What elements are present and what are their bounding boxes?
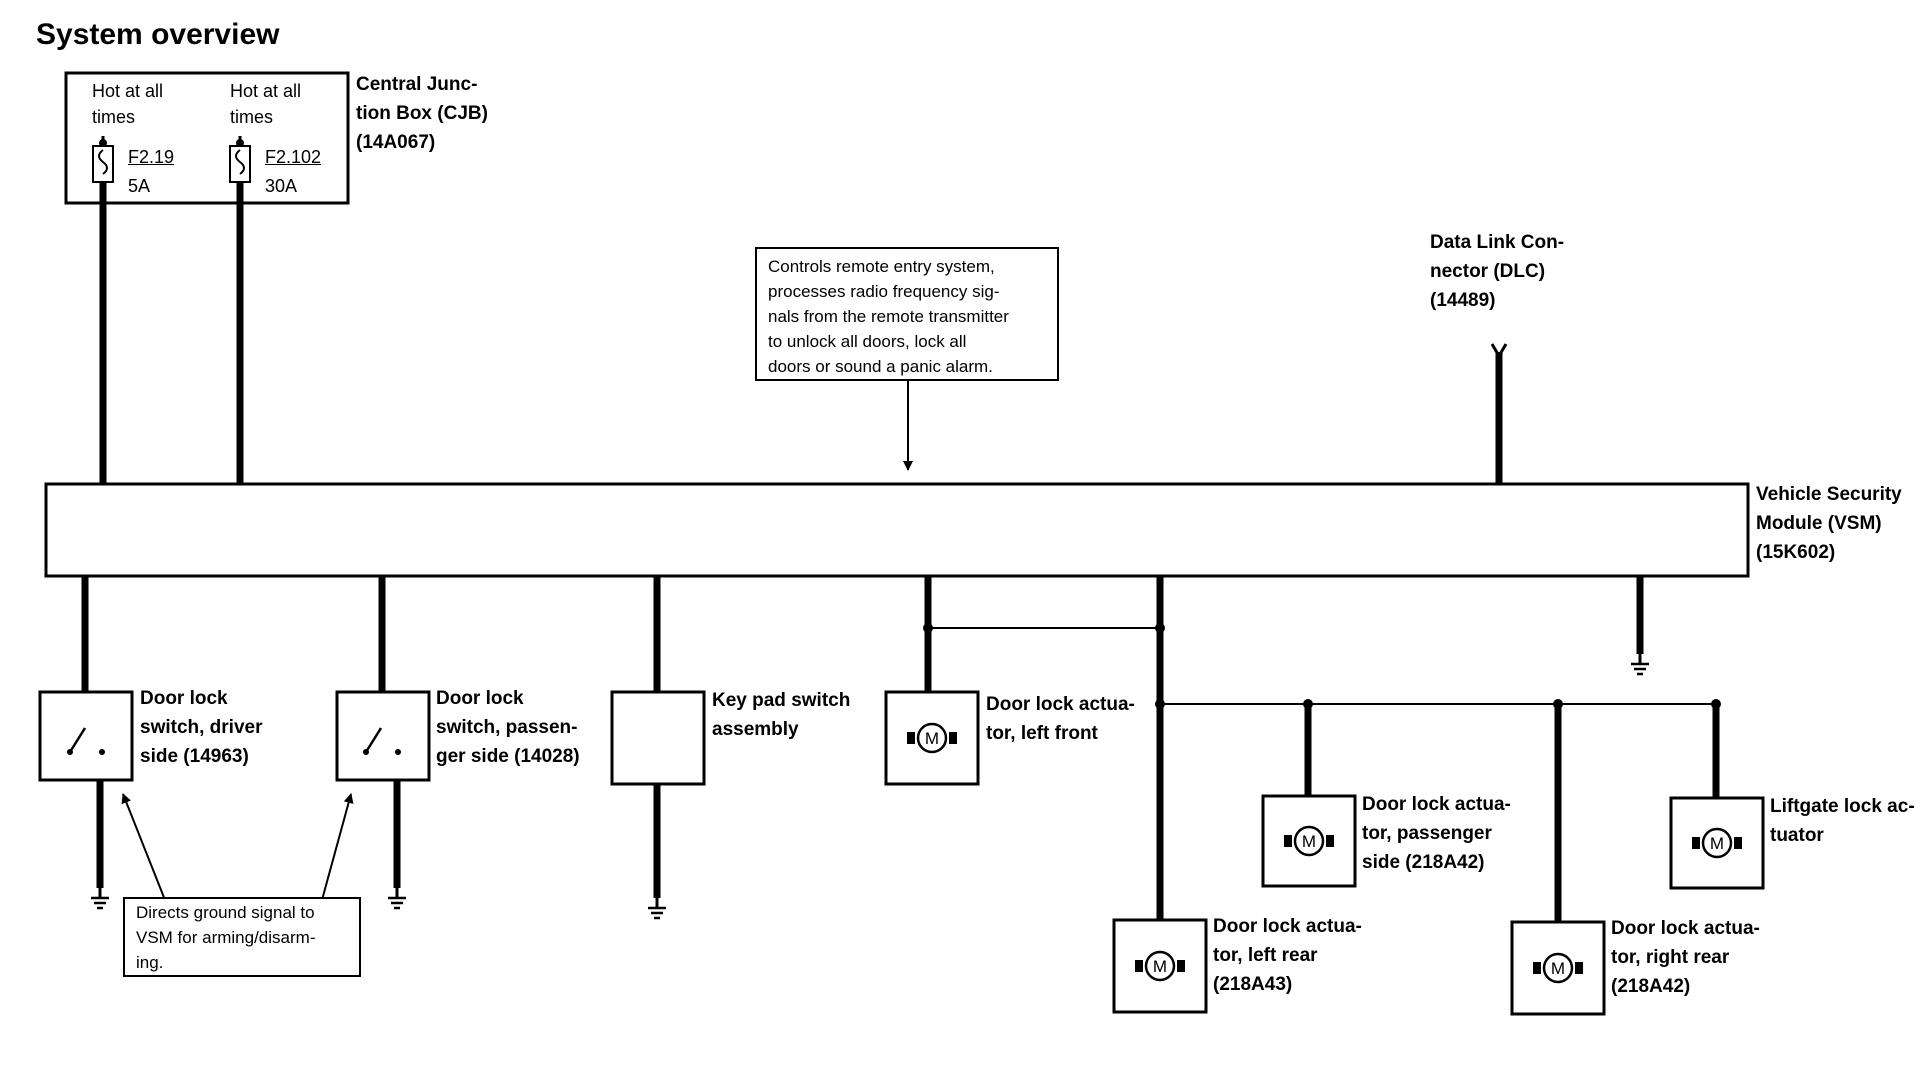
fuse-symbol-f2-19 (92, 136, 114, 183)
svg-text:M: M (1302, 832, 1316, 851)
act-left-front-label: Door lock actua- tor, left front (986, 694, 1135, 744)
motor-icon-passenger: M (1283, 825, 1335, 857)
remote-entry-note: Controls remote entry system, processes … (768, 257, 1009, 376)
switch-passenger-label: Door lock switch, passen- ger side (1402… (436, 688, 580, 767)
motor-icon-liftgate: M (1691, 827, 1743, 859)
motor-icon-left-rear: M (1134, 950, 1186, 982)
keypad-label: Key pad switch assembly (712, 690, 851, 740)
act-passenger-label: Door lock actua- tor, passenger side (21… (1362, 794, 1511, 873)
cjb-box (64, 71, 350, 205)
act-right-rear-label: Door lock actua- tor, right rear (218A42… (1611, 918, 1760, 997)
page-title: System overview (36, 18, 280, 51)
motor-icon-left-front: M (906, 722, 958, 754)
remote-entry-note-box (755, 247, 1059, 381)
svg-text:M: M (925, 729, 939, 748)
ground-symbol-vsm (1629, 652, 1651, 676)
dlc-connector-symbol (1490, 343, 1508, 359)
keypad-box (610, 690, 706, 786)
motor-icon-right-rear: M (1532, 952, 1584, 984)
ground-symbol-keypad (646, 896, 668, 920)
ground-symbol-passenger (386, 886, 408, 910)
svg-text:M: M (1710, 834, 1724, 853)
fuse-id-f2-102: F2.102 (265, 147, 322, 167)
svg-text:M: M (1153, 957, 1167, 976)
dlc-label: Data Link Con- nector (DLC) (14489) (1430, 232, 1565, 311)
switch-passenger-box (335, 690, 431, 782)
fuse-rating-f2-19: 5A (128, 176, 151, 196)
svg-text:M: M (1551, 959, 1565, 978)
ground-note-arrow-passenger (321, 793, 354, 901)
cjb-label: Central Junc- tion Box (CJB) (14A067) (356, 74, 488, 153)
ground-note: Directs ground signal to VSM for arming/… (136, 903, 316, 972)
act-liftgate-label: Liftgate lock ac- tuator (1770, 796, 1915, 846)
fuse-hot-label-f2-19: Hot at all times (92, 81, 164, 127)
ground-note-arrow-driver (121, 793, 166, 901)
ground-note-box (123, 897, 361, 977)
ground-symbol-driver (89, 886, 111, 910)
vsm-module (44, 482, 1750, 578)
switch-driver-label: Door lock switch, driver side (14963) (140, 688, 263, 767)
fuse-hot-label-f2-102: Hot at all times (230, 81, 302, 127)
fuse-symbol-f2-102 (229, 136, 251, 183)
fuse-rating-f2-102: 30A (265, 176, 298, 196)
act-left-rear-label: Door lock actua- tor, left rear (218A43) (1213, 916, 1362, 995)
switch-driver-box (38, 690, 134, 782)
vsm-label: Vehicle Security Module (VSM) (15K602) (1756, 484, 1902, 563)
fuse-id-f2-19: F2.19 (128, 147, 175, 167)
